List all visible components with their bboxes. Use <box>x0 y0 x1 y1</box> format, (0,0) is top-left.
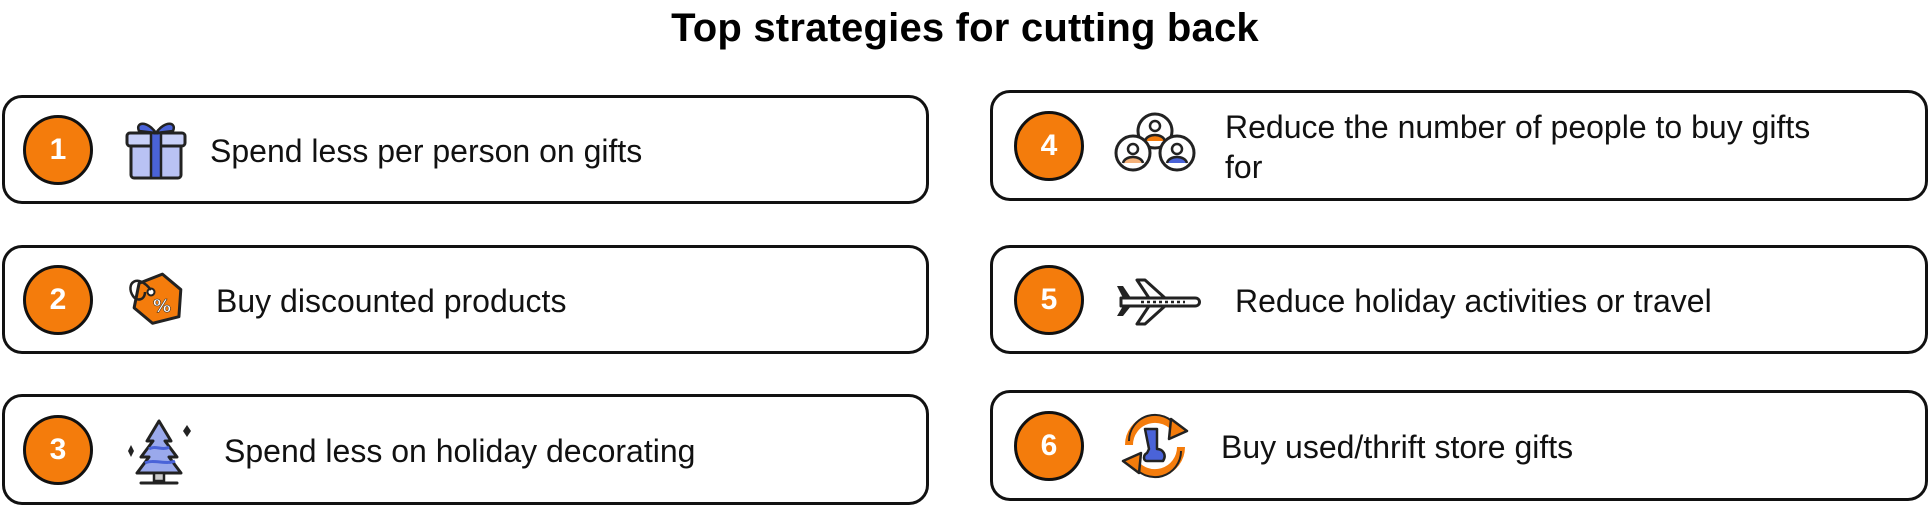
strategy-label: Buy discounted products <box>216 283 567 319</box>
people-group-icon <box>1114 112 1196 172</box>
gift-icon <box>125 122 187 180</box>
number-badge: 4 <box>1014 111 1084 181</box>
strategy-label: Spend less on holiday decorating <box>224 433 696 469</box>
strategy-card-6: 6 Buy used/thrift store gifts <box>990 390 1928 501</box>
strategy-card-5: 5 Reduce holiday activities or travel <box>990 245 1928 354</box>
strategy-label: Reduce the number of people to buy gifts… <box>1225 109 1811 185</box>
recycle-icon <box>1121 413 1189 479</box>
strategy-label: Spend less per person on gifts <box>210 133 643 169</box>
strategy-label: Buy used/thrift store gifts <box>1221 429 1574 465</box>
number-badge: 5 <box>1014 265 1084 335</box>
strategy-label: Reduce holiday activities or travel <box>1235 283 1712 319</box>
page-title: Top strategies for cutting back <box>671 6 1259 50</box>
strategy-card-2: 2 % Buy discounted products <box>2 245 929 354</box>
strategy-card-3: 3 Spend less on holiday decorating <box>2 394 929 505</box>
svg-text:%: % <box>153 296 171 317</box>
airplane-icon <box>1117 278 1201 326</box>
number-badge: 3 <box>23 415 93 485</box>
number-badge: 6 <box>1014 411 1084 481</box>
discount-tag-icon: % <box>129 272 183 325</box>
number-badge: 1 <box>23 115 93 185</box>
christmas-tree-icon <box>128 419 191 485</box>
strategy-card-1: 1 Spend less per person on gifts <box>2 95 929 204</box>
strategy-card-4: 4 Reduce the number of people to buy gif… <box>990 90 1928 201</box>
number-badge: 2 <box>23 265 93 335</box>
